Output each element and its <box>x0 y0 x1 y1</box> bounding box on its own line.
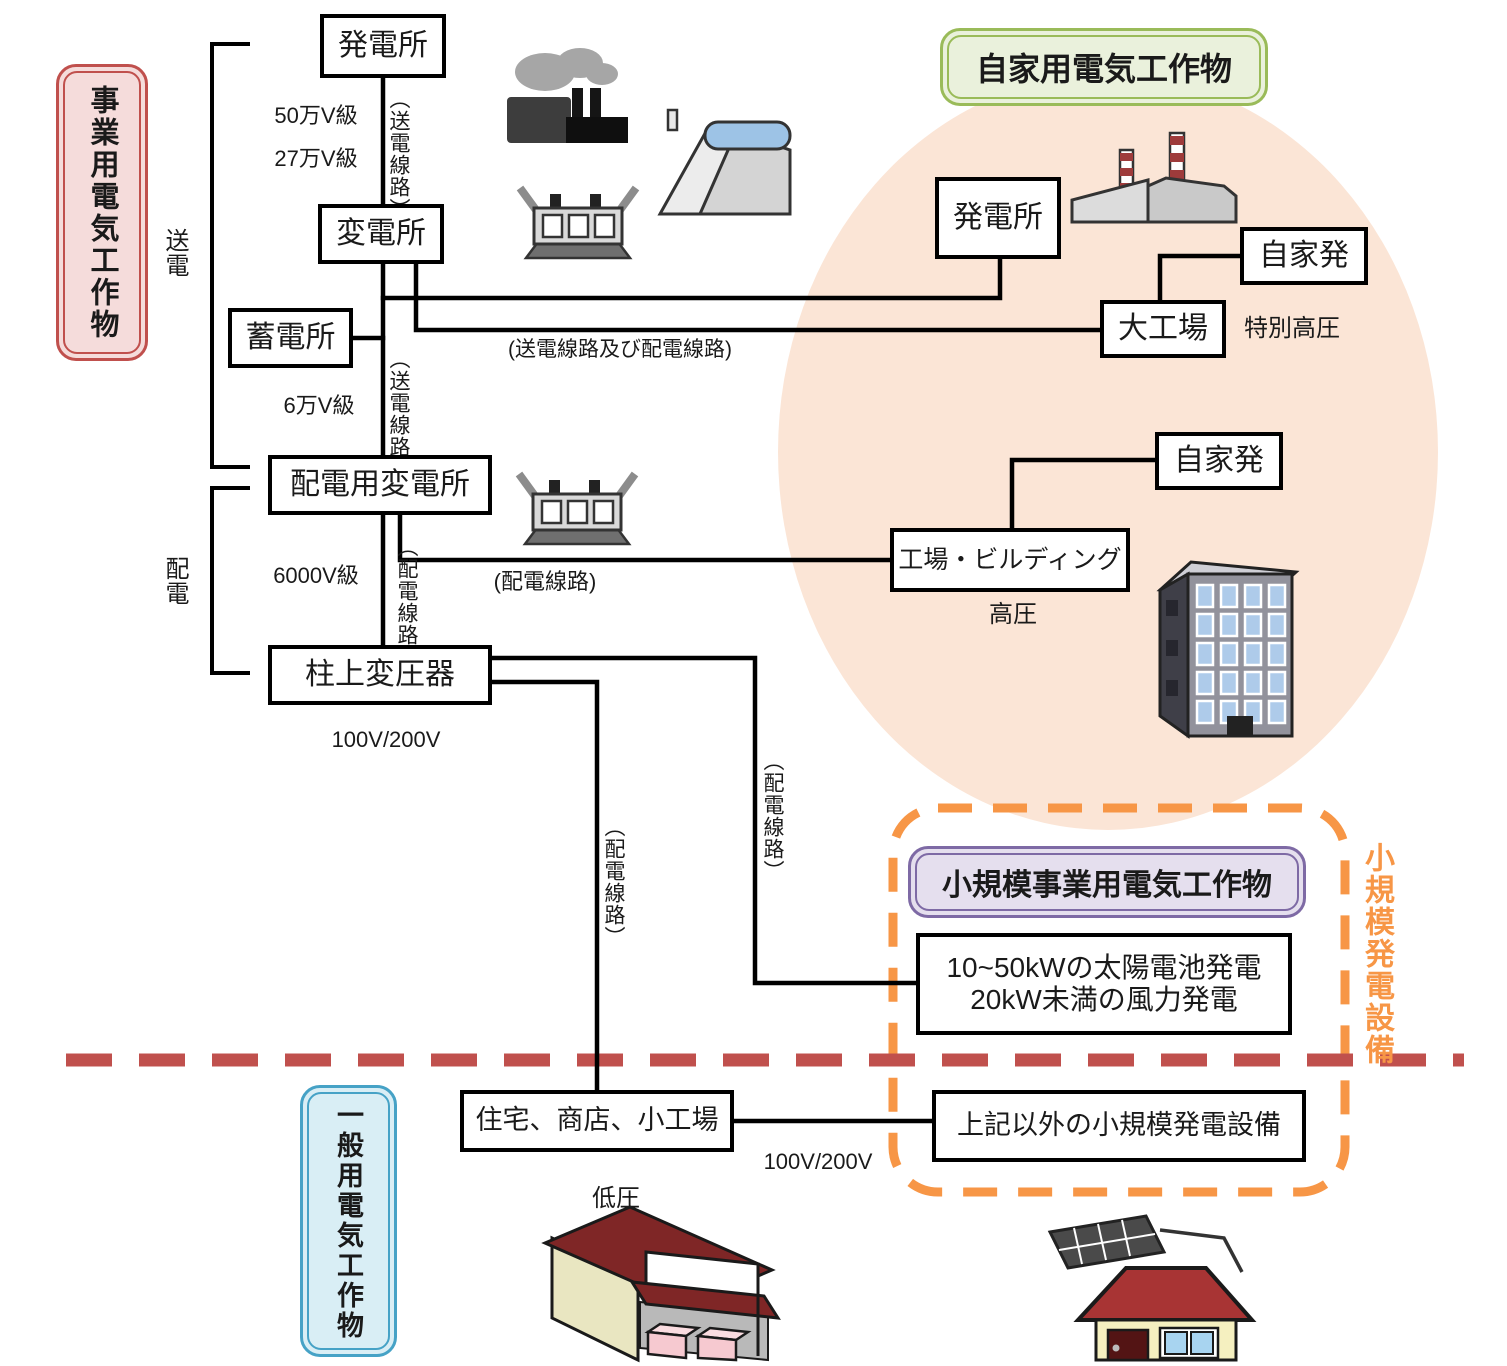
node-substation: 変電所 <box>318 204 444 264</box>
house-solar-icon <box>1047 1214 1257 1362</box>
node-private-power-plant-label: 発電所 <box>953 200 1043 234</box>
thermal-power-plant-icon <box>507 48 628 143</box>
node-power-plant-label: 発電所 <box>338 28 428 62</box>
node-private-power-plant: 発電所 <box>935 177 1061 259</box>
line-to-factory-building <box>397 512 893 563</box>
category-small-business-use-label: 小規模事業用電気工作物 <box>942 869 1272 902</box>
node-self-generation-top-label: 自家発 <box>1259 238 1349 272</box>
category-business-use-label: 事業用電気工作物 <box>86 84 118 341</box>
node-pole-transformer: 柱上変圧器 <box>268 645 492 705</box>
transmission-bracket-label: 送電 <box>161 228 188 278</box>
node-distribution-substation: 配電用変電所 <box>268 455 492 515</box>
voltage-60k-label: 6万V級 <box>283 393 355 418</box>
voltage-500k-label: 50万V級 <box>274 103 358 128</box>
line-to-large-factory <box>413 260 1103 333</box>
voltage-6000-label: 6000V級 <box>273 563 359 588</box>
line-to-private-plant <box>380 256 1003 301</box>
node-pole-transformer-label: 柱上変圧器 <box>305 657 455 691</box>
substation-transformer-icon <box>520 188 636 258</box>
node-other-small-generation: 上記以外の小規模発電設備 <box>932 1090 1306 1162</box>
node-self-generation-mid: 自家発 <box>1155 432 1283 490</box>
node-factory-building: 工場・ビルディング <box>890 528 1130 592</box>
building-windows <box>1195 583 1287 725</box>
voltage-high-label: 高圧 <box>989 601 1037 628</box>
small-gen-outline-title: 小規模発電設備 <box>1360 842 1393 1066</box>
category-private-use-label: 自家用電気工作物 <box>975 51 1232 87</box>
selfgen-top-connector <box>1157 253 1243 303</box>
distribution-line-to-pole-label: （配電線路） <box>395 536 418 668</box>
side-brackets <box>210 42 250 675</box>
node-storage-station: 蓄電所 <box>228 308 353 368</box>
connector-lines <box>349 75 1243 1124</box>
node-factory-building-label: 工場・ビルディング <box>898 545 1122 574</box>
distribution-bracket-label: 配電 <box>161 556 188 606</box>
node-self-generation-top: 自家発 <box>1240 227 1368 285</box>
distribution-line-to-factory-label: (配電線路) <box>493 569 597 594</box>
node-substation-label: 変電所 <box>336 216 426 250</box>
node-distribution-substation-label: 配電用変電所 <box>290 467 470 501</box>
distribution-bracket <box>210 486 250 675</box>
category-general-use-label: 一般用電気工作物 <box>333 1101 363 1341</box>
small-gen-dashed-outline <box>888 803 1350 1197</box>
line-to-small-solar-wind <box>489 655 919 986</box>
node-self-generation-mid-label: 自家発 <box>1174 443 1264 477</box>
office-building-icon <box>1156 560 1300 739</box>
solar-panel-grid <box>1058 1219 1156 1265</box>
hydro-dam-icon <box>657 108 792 216</box>
node-power-plant: 発電所 <box>320 14 446 78</box>
voltage-100-200-pole-label: 100V/200V <box>331 727 441 752</box>
voltage-special-high-label: 特別高圧 <box>1244 315 1340 342</box>
node-small-solar-wind: 10~50kWの太陽電池発電 20kW未満の風力発電 <box>916 933 1292 1035</box>
node-homes-shops: 住宅、商店、小工場 <box>460 1090 734 1152</box>
distribution-line-to-small-gen-label: （配電線路） <box>761 750 784 882</box>
node-small-solar-wind-line2: 20kW未満の風力発電 <box>970 984 1238 1015</box>
category-general-use: 一般用電気工作物 <box>300 1085 397 1357</box>
node-other-small-generation-label: 上記以外の小規模発電設備 <box>957 1110 1281 1141</box>
transmission-line-lower-label: （送電線路） <box>387 348 410 480</box>
distribution-line-to-homes-label: （配電線路） <box>602 816 625 948</box>
selfgen-mid-connector <box>1009 457 1158 531</box>
node-small-solar-wind-line1: 10~50kWの太陽電池発電 <box>946 951 1262 983</box>
category-private-use: 自家用電気工作物 <box>940 28 1268 106</box>
transmission-and-distribution-line-label: (送電線路及び配電線路) <box>508 338 732 361</box>
category-small-business-use: 小規模事業用電気工作物 <box>908 846 1306 918</box>
line-to-homes <box>489 679 600 1093</box>
node-large-factory-label: 大工場 <box>1118 311 1208 345</box>
factory-icon <box>1070 131 1238 224</box>
node-storage-station-label: 蓄電所 <box>245 320 336 354</box>
transmission-line-upper-label: （送電線路） <box>387 88 410 220</box>
shop-icon <box>541 1205 781 1363</box>
voltage-100-200-home-label: 100V/200V <box>763 1149 873 1174</box>
voltage-low-label: 低圧 <box>592 1185 640 1212</box>
node-large-factory: 大工場 <box>1100 300 1226 358</box>
category-business-use: 事業用電気工作物 <box>56 64 148 361</box>
node-homes-shops-label: 住宅、商店、小工場 <box>475 1105 719 1136</box>
voltage-270k-label: 27万V級 <box>274 146 358 171</box>
distribution-transformer-icon <box>519 474 635 544</box>
transmission-bracket <box>210 42 250 469</box>
private-area-ellipse <box>778 74 1438 830</box>
